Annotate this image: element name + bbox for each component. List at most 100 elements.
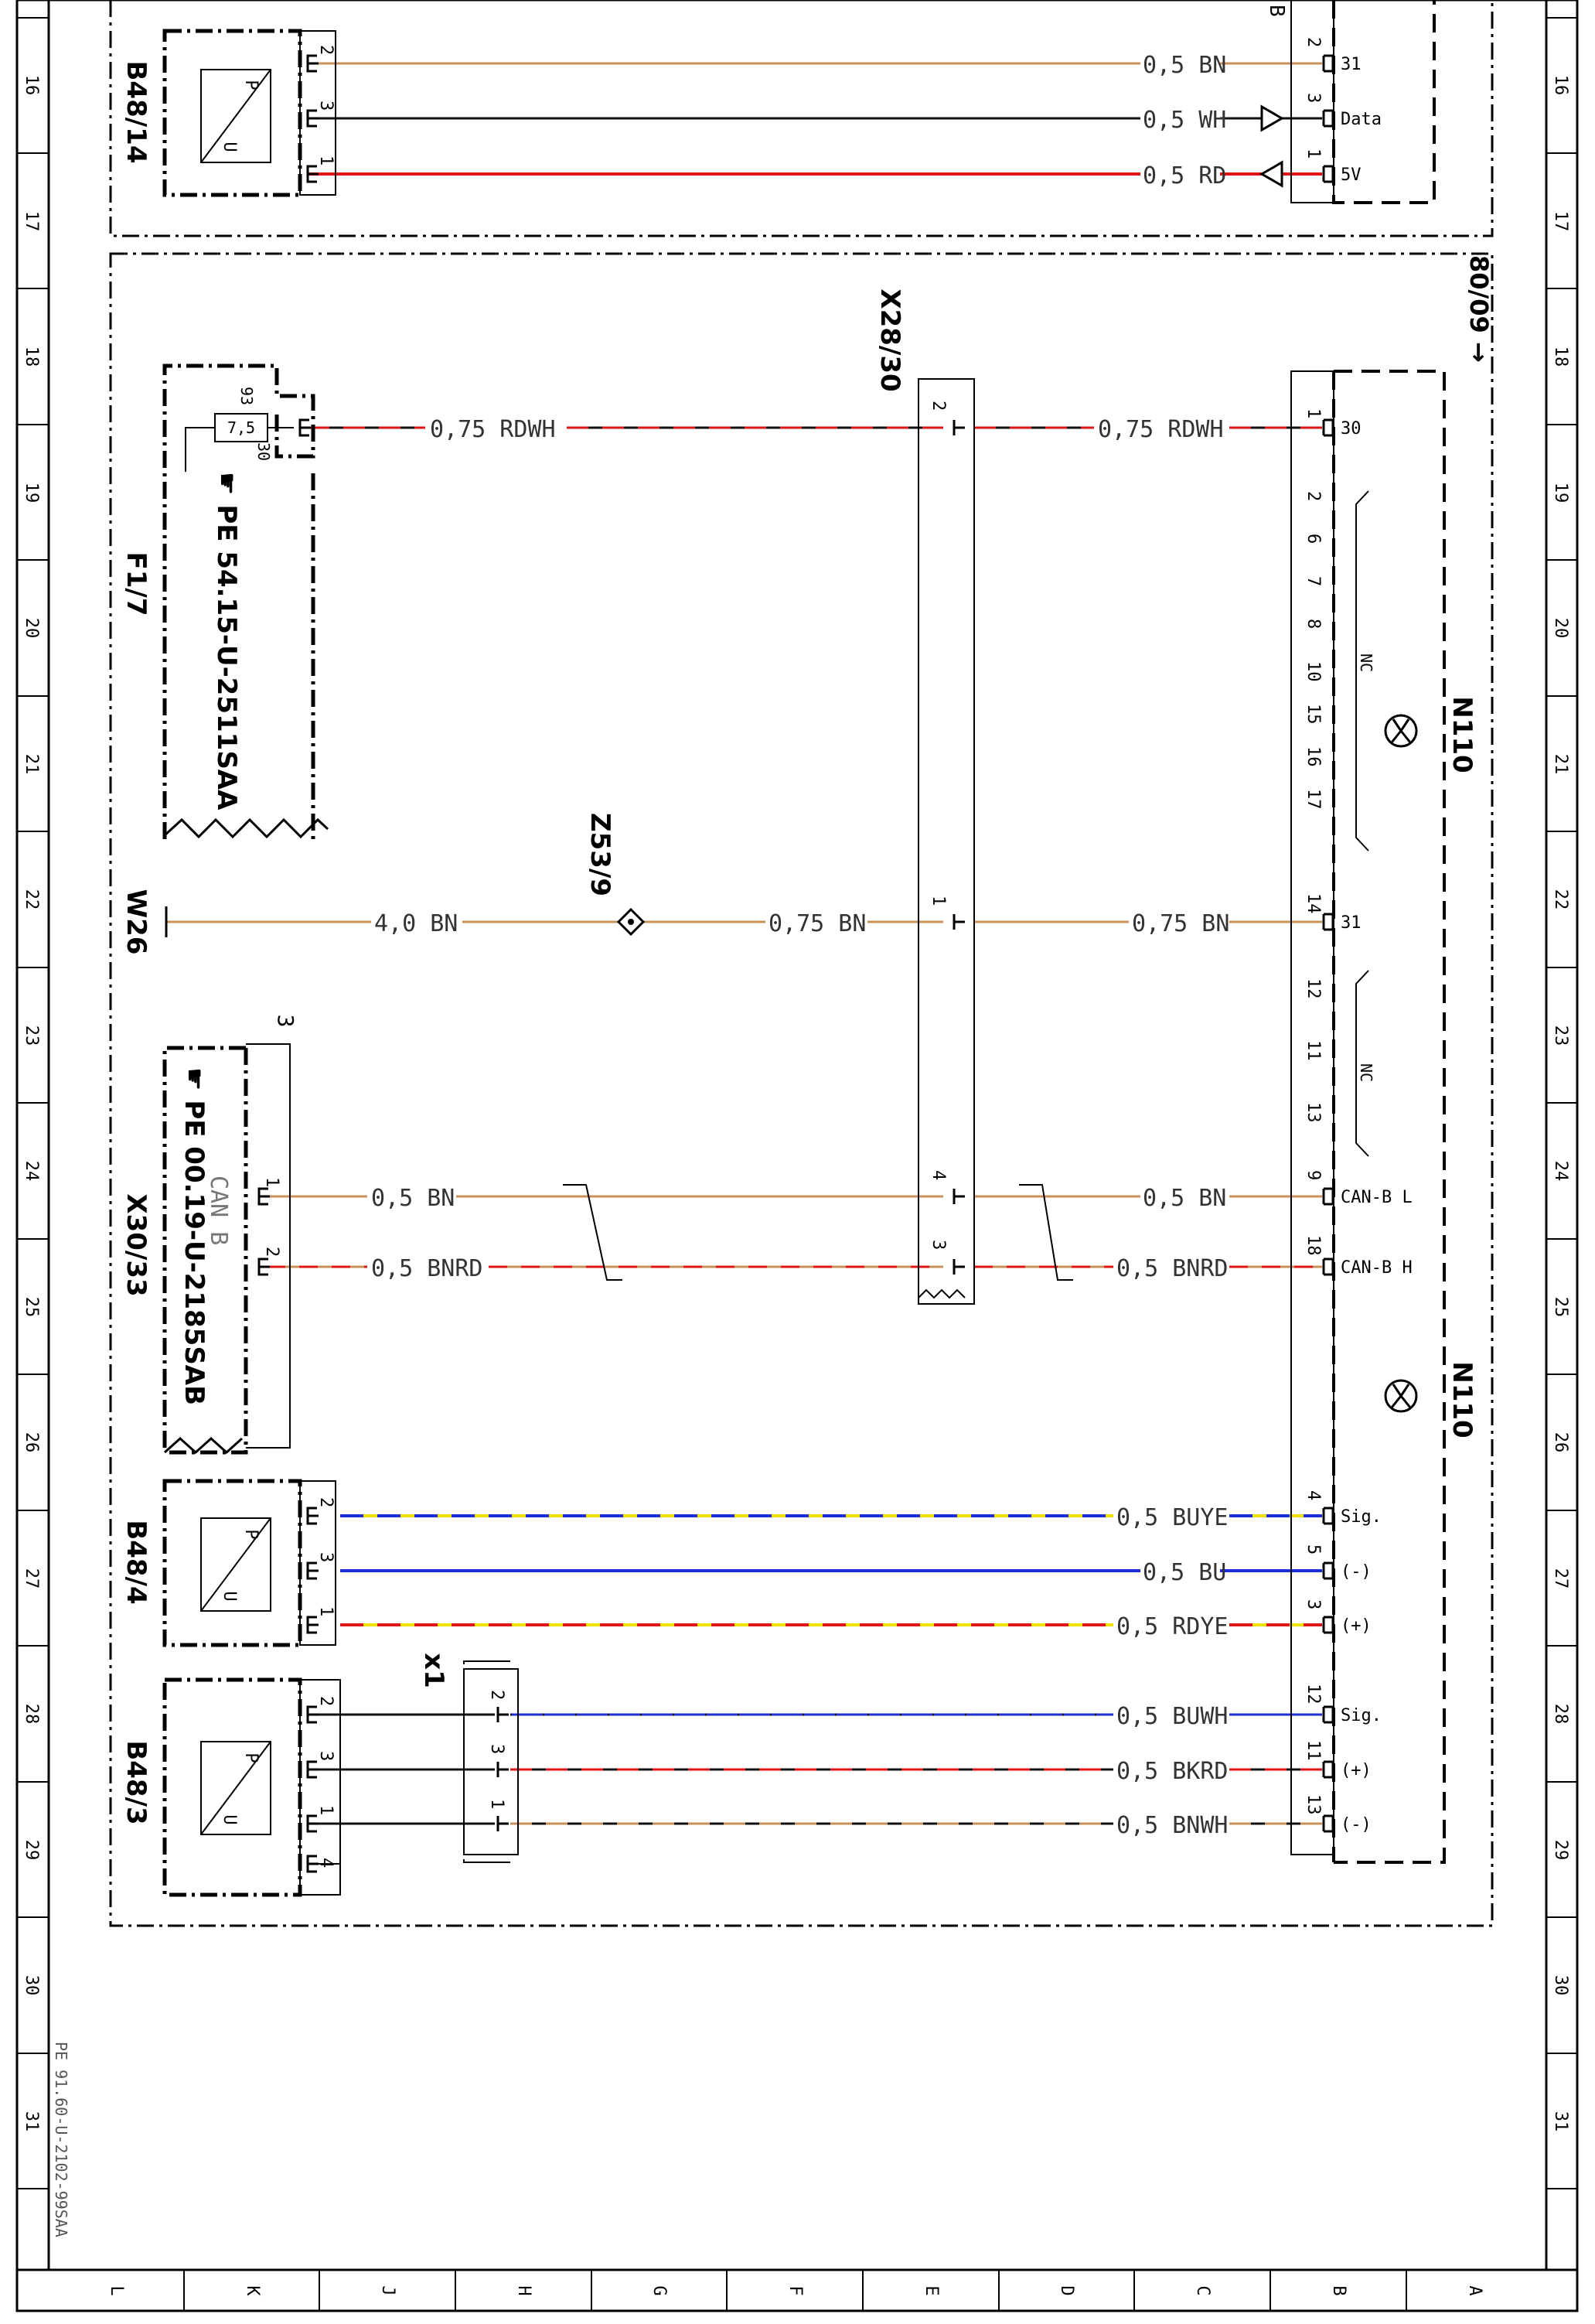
drawing-frame — [15, 0, 1579, 2312]
sensor-symbol-u: U — [220, 1814, 239, 1824]
twisted-pair-mark — [1019, 1184, 1073, 1281]
wire-label: 0,5 BUWH — [1116, 1703, 1229, 1730]
component-label: B48/4 — [121, 1520, 152, 1604]
connector-x30-33: 3 CAN B ☛ PE 00.19-U-2185SAB X30/33 — [121, 1015, 298, 1455]
fuse-pin-label: 30 — [254, 442, 273, 461]
module-n110-main: N110 N110 NC NC 80/09 → — [1290, 255, 1494, 1864]
pin-number: 2 — [929, 401, 948, 411]
column-letter: C — [1193, 2285, 1212, 2295]
row-number: 21 — [22, 754, 41, 775]
pin-number: 10 — [1304, 661, 1323, 682]
hand-pointer-icon: ☛ — [211, 472, 242, 504]
pin-number: 2 — [1304, 491, 1323, 501]
terminal-label: 31 — [1341, 913, 1362, 933]
module-n110-upper: B — [1265, 0, 1436, 204]
component-label: x1 — [418, 1653, 449, 1688]
row-number: 21 — [1551, 754, 1570, 775]
pin-terminal-icon — [306, 1507, 319, 1525]
component-label: X30/33 — [121, 1193, 152, 1296]
pin-number: 11 — [1304, 1740, 1323, 1761]
pin-terminal-icon — [1322, 1187, 1334, 1206]
wire-label: 0,75 BN — [1132, 910, 1229, 937]
row-number: 17 — [22, 211, 41, 232]
cut-off-mark — [163, 1436, 244, 1455]
pins-b48-3: 2 3 1 4 — [316, 1696, 336, 1868]
bracket-number: 3 — [273, 1015, 298, 1028]
row-number: 28 — [22, 1704, 41, 1725]
sensor-b48-14: P U B48/14 — [121, 29, 336, 197]
pin-number: 3 — [316, 1751, 336, 1761]
wire-label: 0,5 WH — [1143, 107, 1226, 134]
pin-terminal-icon — [1322, 1561, 1334, 1580]
pin-number: 5 — [1304, 1544, 1323, 1554]
ground-point-label: W26 — [121, 889, 152, 955]
pin-terminal-icon — [953, 914, 965, 930]
row-number: 19 — [1551, 483, 1570, 503]
transistor-icon — [1384, 714, 1418, 748]
pin-number: 14 — [1304, 893, 1323, 914]
wire-label: 0,5 BUYE — [1116, 1504, 1229, 1531]
pins-x28-30: 2 1 4 3 — [929, 401, 948, 1250]
row-number: 16 — [1551, 75, 1570, 96]
sensor-symbol-p: P — [241, 1752, 261, 1763]
row-number: 30 — [22, 1975, 41, 1996]
pin-terminal-icon — [953, 1189, 965, 1204]
pin-number: 1 — [1304, 408, 1323, 418]
pin-terminal-icon — [496, 1707, 509, 1722]
row-number: 24 — [22, 1161, 41, 1182]
component-label: N110 — [1447, 696, 1477, 773]
row-numbers-left: 16 17 18 19 20 21 22 23 24 25 26 27 28 2… — [22, 75, 41, 2132]
wire-label: 0,5 BNWH — [1116, 1812, 1229, 1839]
pin-number: 18 — [1304, 1235, 1323, 1256]
column-letter: B — [1329, 2285, 1348, 2295]
row-number: 26 — [1551, 1432, 1570, 1453]
transistor-icon — [1384, 1379, 1418, 1413]
component-label: X28/30 — [874, 288, 905, 391]
pin-terminal-icon — [306, 1616, 319, 1634]
wire-label: 4,0 BN — [374, 910, 458, 937]
pin-terminal-icon — [306, 54, 319, 73]
pin-terminal-markers — [257, 54, 1334, 1873]
component-label: Z53/9 — [584, 813, 615, 896]
row-number: 22 — [1551, 889, 1570, 910]
connector-x28-30: X28/30 — [874, 288, 975, 1305]
column-letter: D — [1057, 2285, 1076, 2295]
pin-terminal-icon — [1322, 54, 1334, 73]
row-number: 23 — [22, 1025, 41, 1046]
sensor-symbol-u: U — [220, 142, 239, 152]
pin-number: 4 — [1304, 1490, 1323, 1500]
pin-number: 2 — [487, 1690, 506, 1700]
pin-terminal-icon — [306, 1561, 319, 1580]
pin-terminal-icon — [953, 1259, 965, 1275]
connector-label-b: B — [1265, 5, 1288, 17]
sensor-symbol-p: P — [241, 1529, 261, 1539]
pin-number: 9 — [1304, 1170, 1323, 1180]
nc-bracket — [1355, 970, 1369, 1157]
pin-terminal-icon — [496, 1762, 509, 1777]
pin-number: 3 — [929, 1240, 948, 1250]
arrow-down-icon: → — [1464, 333, 1494, 363]
terminal-label: Sig. — [1341, 1706, 1382, 1725]
row-number: 28 — [1551, 1704, 1570, 1725]
column-letter: K — [243, 2285, 262, 2296]
pin-number: 2 — [316, 1497, 336, 1507]
reference-f1-7: ☛ PE 54.15-U-2511SAA — [211, 472, 242, 810]
row-numbers-right: 16 17 18 19 20 21 22 23 24 25 26 27 28 2… — [1551, 75, 1570, 2132]
hand-pointer-icon: ☛ — [179, 1067, 210, 1100]
row-number: 27 — [22, 1568, 41, 1589]
pin-terminal-icon — [298, 418, 311, 437]
terminal-label: Data — [1341, 110, 1382, 129]
terminal-label: Sig. — [1341, 1507, 1382, 1527]
sensor-symbol-p: P — [241, 80, 261, 90]
pin-terminal-icon — [1322, 1258, 1334, 1276]
pin-number: 4 — [929, 1170, 948, 1180]
reference-text: PE 00.19-U-2185SAB — [179, 1100, 210, 1405]
pin-number: 13 — [1304, 1794, 1323, 1815]
pin-number: 12 — [1304, 978, 1323, 999]
pin-number: 3 — [487, 1744, 506, 1754]
pin-terminal-icon — [306, 1855, 319, 1873]
page-reference: 80/09 → — [1464, 255, 1494, 363]
row-number: 18 — [1551, 346, 1570, 367]
